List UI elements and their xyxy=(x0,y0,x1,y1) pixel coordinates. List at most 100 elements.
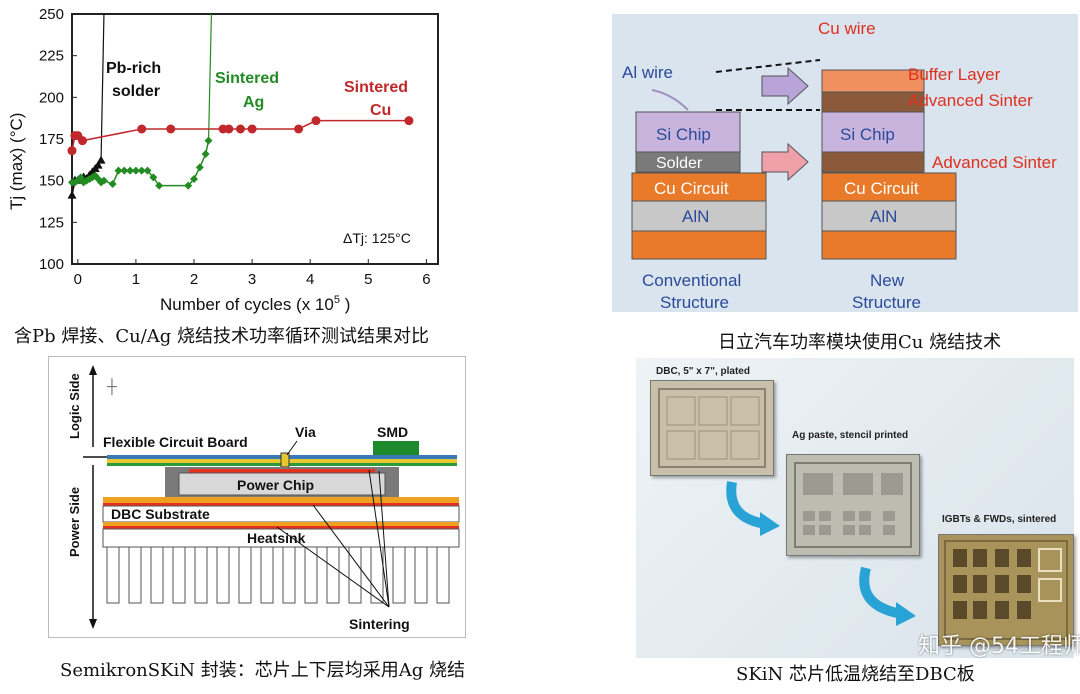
cu-circuit-right xyxy=(821,172,957,202)
heatsink-fin xyxy=(194,546,208,604)
photo-igbt-pattern xyxy=(944,540,1068,640)
heatsink-fin xyxy=(370,546,384,604)
data-point-sintered-ag xyxy=(155,181,164,190)
heatsink-fin xyxy=(436,546,450,604)
arrow-pink xyxy=(761,142,809,182)
heatsink-sinter xyxy=(103,526,459,529)
photo-label-ag-paste: Ag paste, stencil printed xyxy=(792,430,909,441)
photo-dbc-pattern xyxy=(658,388,766,468)
data-point-sintered-ag xyxy=(99,176,108,185)
caption-top-right: 日立汽车功率模块使用Cu 烧结技术 xyxy=(718,332,1002,353)
dashed-line-top xyxy=(715,59,821,73)
photo-ag-pattern xyxy=(794,462,912,548)
logic-side-label: Logic Side xyxy=(67,373,82,439)
x-tick-label: 4 xyxy=(306,271,314,288)
process-arrow-2 xyxy=(859,566,904,619)
cu-circuit-left-label: Cu Circuit xyxy=(654,179,729,198)
via-label: Via xyxy=(295,424,316,440)
conventional-label-2: Structure xyxy=(660,293,729,312)
dbc-sinter-layer xyxy=(103,503,459,506)
data-point-sintered-ag xyxy=(126,166,135,175)
heatsink-fin xyxy=(414,546,428,604)
x-tick-label: 3 xyxy=(248,271,256,288)
x-tick-label: 0 xyxy=(74,271,82,288)
y-axis-label: Tj (max) (°C) xyxy=(7,113,26,210)
data-point-pb-rich-solder xyxy=(96,155,106,164)
watermark: 知乎 @54工程师 xyxy=(918,634,1080,659)
y-tick-label: 225 xyxy=(39,48,64,65)
sintering-pointer-1 xyxy=(368,469,390,608)
flexible-circuit-board-label: Flexible Circuit Board xyxy=(103,434,248,450)
smd-label: SMD xyxy=(377,424,408,440)
aln-right xyxy=(821,200,957,232)
crosshair-icon: ┼ xyxy=(106,378,117,396)
power-chip xyxy=(178,472,386,496)
process-arrow-1-head xyxy=(760,512,780,536)
x-axis-label: Number of cycles (x 105 ) xyxy=(160,294,350,314)
photo-dbc-plated xyxy=(650,380,774,476)
heatsink-fin xyxy=(304,546,318,604)
data-point-pb-rich-solder xyxy=(67,190,77,199)
heatsink-fin xyxy=(260,546,274,604)
si-chip-right xyxy=(821,111,925,153)
dbc-substrate-label: DBC Substrate xyxy=(111,506,210,522)
data-point-sintered-ag xyxy=(137,166,146,175)
new-label-2: Structure xyxy=(852,293,921,312)
chip-top-sinter xyxy=(189,469,375,473)
data-point-sintered-cu xyxy=(404,116,414,126)
sintering-label: Sintering xyxy=(349,616,410,632)
data-point-sintered-cu xyxy=(235,124,245,134)
caption-bottom-right: SKiN 芯片低温烧结至DBC板 xyxy=(736,664,975,685)
power-side-label: Power Side xyxy=(67,487,82,557)
aln-left xyxy=(631,200,767,232)
data-point-sintered-cu xyxy=(137,124,147,134)
buffer-layer-label: Buffer Layer xyxy=(908,65,1001,84)
data-point-sintered-ag xyxy=(201,150,210,158)
series-label-cu-line1: Sintered xyxy=(344,79,408,96)
power-side-arrowhead xyxy=(89,619,97,629)
cu-circuit-right-label: Cu Circuit xyxy=(844,179,919,198)
cu-base-left xyxy=(631,230,767,260)
data-point-sintered-cu xyxy=(247,124,257,134)
x-tick-label: 1 xyxy=(132,271,140,288)
series-label-pb-line2: solder xyxy=(112,83,160,100)
solder-layer xyxy=(635,151,741,173)
photo-label-igbt: IGBTs & FWDs, sintered xyxy=(942,514,1057,525)
heatsink-fin xyxy=(216,546,230,604)
data-point-sintered-ag xyxy=(190,175,198,183)
x-tick-label: 5 xyxy=(364,271,372,288)
data-point-sintered-ag xyxy=(120,166,129,175)
solder-label: Solder xyxy=(656,155,703,172)
data-point-sintered-ag xyxy=(114,166,123,175)
power-chip-label: Power Chip xyxy=(237,477,314,493)
skin-svg: Logic Side Power Side ┼ Flexible Circuit… xyxy=(67,365,460,632)
si-chip-left xyxy=(635,111,741,153)
smd-component xyxy=(373,441,419,455)
caption-top-left: 含Pb 焊接、Cu/Ag 烧结技术功率循环测试结果对比 xyxy=(14,326,430,347)
photo-ag-paste xyxy=(786,454,920,556)
heatsink-fin xyxy=(172,546,186,604)
via-marker xyxy=(280,452,290,468)
plot-frame xyxy=(71,13,439,265)
heatsink-fin xyxy=(128,546,142,604)
data-point-sintered-ag xyxy=(149,173,158,182)
data-point-sintered-cu xyxy=(224,124,234,134)
y-tick-label: 175 xyxy=(39,131,64,148)
process-arrows xyxy=(726,481,916,626)
caption-bottom-left: SemikronSKiN 封装：芯片上下层均采用Ag 烧结 xyxy=(60,660,465,681)
heatsink-fin xyxy=(282,546,296,604)
hitachi-structure-diagram: Si Chip Solder Cu Circuit AlN Al wire Si… xyxy=(612,14,1078,312)
hitachi-svg: Si Chip Solder Cu Circuit AlN Al wire Si… xyxy=(622,19,1057,312)
y-tick-label: 250 xyxy=(39,6,64,23)
si-chip-left-label: Si Chip xyxy=(656,125,711,144)
logic-side-arrowhead xyxy=(89,365,97,375)
skin-process-photos: DBC, 5" x 7", plated Ag paste, stencil p… xyxy=(636,358,1080,659)
heatsink-fin xyxy=(392,546,406,604)
data-point-pb-rich-solder xyxy=(93,160,103,169)
y-tick-label: 150 xyxy=(39,173,64,190)
cu-wire-label: Cu wire xyxy=(818,19,876,38)
si-chip-right-label: Si Chip xyxy=(840,125,895,144)
process-arrow-2-head xyxy=(896,602,916,626)
